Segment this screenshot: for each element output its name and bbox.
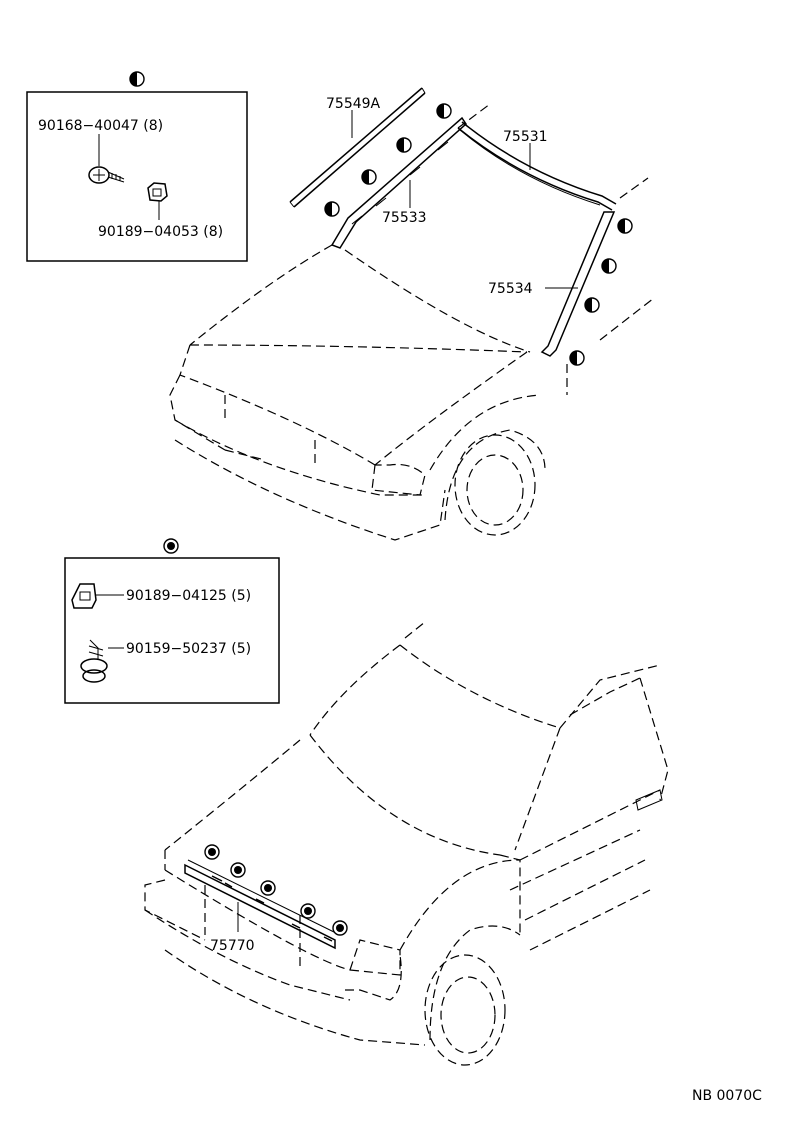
half-filled-circle-icon: [617, 218, 633, 234]
clip-90189-04125-label: 90189−04125 (5): [126, 588, 251, 604]
clip-90189-04053-label: 90189−04053 (8): [98, 224, 223, 240]
bullseye-circle-icon: [230, 862, 246, 878]
half-filled-circle-icon: [436, 103, 452, 119]
molding-75534: [540, 211, 616, 357]
half-filled-circle-icon: [129, 71, 145, 87]
screw-90159-label: 90159−50237 (5): [126, 641, 251, 657]
part-75531-label: 75531: [503, 129, 548, 145]
molding-75533: [330, 116, 467, 249]
lower-car-outline: [144, 621, 669, 1066]
half-filled-circle-icon: [569, 350, 585, 366]
bullseye-circle-icon: [163, 538, 179, 554]
part-75533-label: 75533: [382, 210, 427, 226]
half-filled-circle-icon: [396, 137, 412, 153]
part-75770-label: 75770: [210, 938, 255, 954]
lower-figure: 90189−04125 (5) 90159−50237 (5) 75770: [64, 538, 669, 1066]
part-75534-label: 75534: [488, 281, 533, 297]
clip-icon: [147, 182, 168, 202]
half-filled-circle-icon: [601, 258, 617, 274]
half-filled-circle-icon: [584, 297, 600, 313]
screw-90168-label: 90168−40047 (8): [38, 118, 163, 134]
upper-fastener-box: [26, 91, 248, 262]
bullseye-circle-icon: [300, 903, 316, 919]
half-filled-circle-icon: [324, 201, 340, 217]
bullseye-circle-icon: [332, 920, 348, 936]
molding-75549a: [289, 87, 426, 208]
upper-figure: 90168−40047 (8) 90189−04053 (8) 75549A 7…: [26, 71, 655, 541]
bullseye-circle-icon: [204, 844, 220, 860]
half-filled-circle-icon: [361, 169, 377, 185]
lower-fastener-box: [64, 557, 280, 704]
upper-car-outline: [169, 103, 655, 541]
clip-icon: [71, 583, 97, 609]
molding-75531: [457, 121, 617, 211]
molding-75770: [184, 859, 339, 950]
bullseye-circle-icon: [260, 880, 276, 896]
figure-code: NB 0070C: [692, 1088, 762, 1104]
screw-icon: [88, 166, 125, 184]
part-75549a-label: 75549A: [326, 96, 381, 112]
screw-icon: [80, 639, 108, 683]
